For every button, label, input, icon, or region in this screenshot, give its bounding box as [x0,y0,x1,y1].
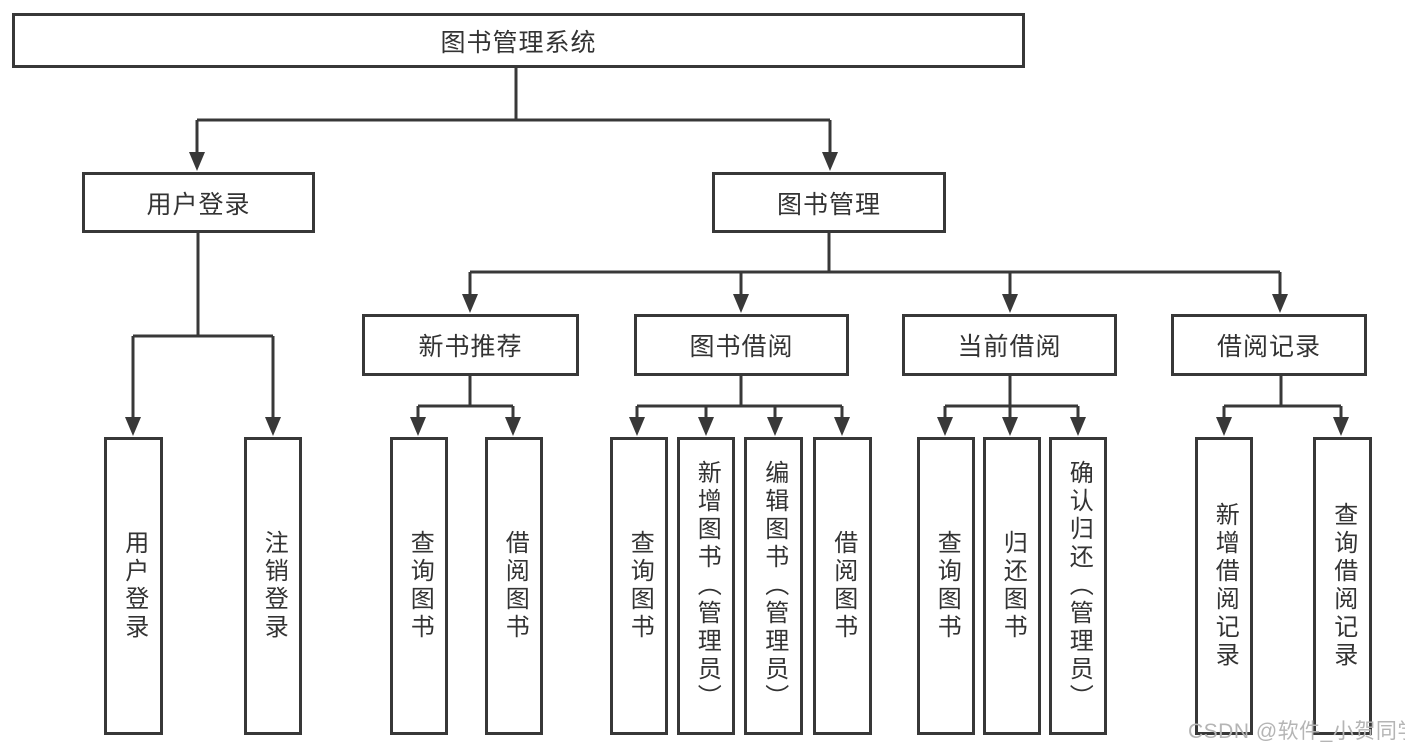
node-label: 注销登录 [260,530,288,642]
node-add-book-admin: 新增图书（管理员） [677,437,735,735]
node-label: 借阅图书 [829,530,857,642]
node-new-book-recommend: 新书推荐 [362,314,579,376]
node-label: 新增借阅记录 [1211,502,1239,670]
watermark: CSDN @软件_小贺同学 [1188,720,1405,743]
node-label: 图书管理系统 [440,28,597,57]
node-query-books-recommend: 查询图书 [390,437,448,735]
node-query-books-current: 查询图书 [917,437,975,735]
node-label: 用户登录 [146,190,251,219]
node-label: 查询借阅记录 [1329,502,1357,670]
node-logout: 注销登录 [244,437,302,735]
node-borrowing-records: 借阅记录 [1171,314,1367,376]
node-add-borrow-record: 新增借阅记录 [1195,437,1253,735]
node-label: 新增图书（管理员） [693,460,721,712]
node-query-borrow-record: 查询借阅记录 [1313,437,1372,735]
node-current-borrowing: 当前借阅 [902,314,1117,376]
node-edit-book-admin: 编辑图书（管理员） [744,437,803,735]
node-label: 用户登录 [120,530,148,642]
node-user-login: 用户登录 [82,172,315,233]
node-label: 查询图书 [406,530,434,642]
node-user-login-leaf: 用户登录 [104,437,163,735]
node-label: 当前借阅 [957,333,1062,361]
node-book-borrowing: 图书借阅 [634,314,849,376]
node-query-books-borrowing: 查询图书 [610,437,668,735]
node-label: 借阅图书 [501,530,529,642]
node-label: 确认归还（管理员） [1065,460,1093,712]
node-return-books: 归还图书 [983,437,1041,735]
node-label: 查询图书 [933,530,961,642]
node-borrow-books-leaf: 借阅图书 [813,437,872,735]
node-label: 图书管理 [776,190,881,219]
node-label: 新书推荐 [418,333,523,361]
node-book-management: 图书管理 [712,172,946,233]
node-library-system: 图书管理系统 [12,13,1025,68]
node-label: 归还图书 [999,530,1027,642]
node-confirm-return-admin: 确认归还（管理员） [1049,437,1107,735]
node-label: 借阅记录 [1216,333,1321,361]
node-borrow-books-recommend: 借阅图书 [485,437,543,735]
node-label: 编辑图书（管理员） [760,460,788,712]
node-label: 查询图书 [626,530,654,642]
node-label: 图书借阅 [689,333,794,361]
